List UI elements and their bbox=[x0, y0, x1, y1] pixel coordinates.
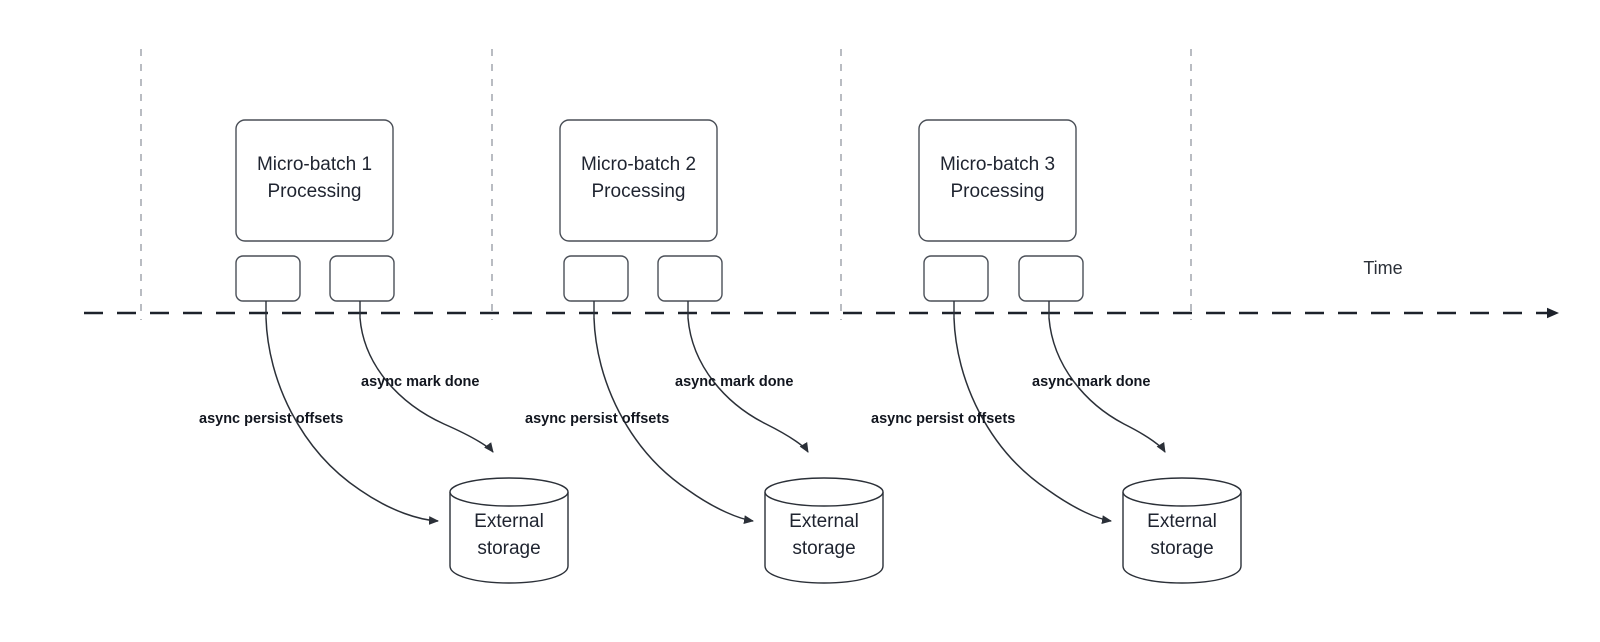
external-storage-2-body[interactable] bbox=[764, 492, 884, 584]
task-box-3-persist[interactable] bbox=[923, 255, 989, 302]
task-box-2-persist[interactable] bbox=[563, 255, 629, 302]
micro-batch-box-2-label-line2: Processing bbox=[592, 181, 686, 202]
external-storage-3-label-line1: External bbox=[1147, 511, 1217, 532]
arrow-2-mark-done bbox=[687, 317, 809, 453]
arrow-3-mark-done bbox=[1048, 317, 1166, 453]
arrow-2-persist-offsets bbox=[593, 317, 754, 524]
task-box-3-mark[interactable] bbox=[1018, 255, 1084, 302]
micro-batch-box-3-label-line1: Micro-batch 3 bbox=[940, 154, 1055, 175]
edge-label-1-mark-done: async mark done bbox=[361, 374, 479, 390]
timeline-axis-label: Time bbox=[1363, 258, 1402, 278]
task-box-1-persist[interactable] bbox=[235, 255, 301, 302]
external-storage-1-label-line1: External bbox=[474, 511, 544, 532]
group-3: Micro-batch 3 Processing async persist o… bbox=[871, 119, 1242, 584]
micro-batch-box-3-label-line2: Processing bbox=[951, 181, 1045, 202]
arrow-1-persist-offsets bbox=[265, 317, 439, 525]
micro-batch-box-1-label-line1: Micro-batch 1 bbox=[257, 154, 372, 175]
edge-label-1-persist-offsets: async persist offsets bbox=[199, 411, 343, 427]
task-box-1-mark[interactable] bbox=[329, 255, 395, 302]
task-box-2-mark[interactable] bbox=[657, 255, 723, 302]
external-storage-3-top bbox=[1122, 477, 1242, 507]
external-storage-3-label-line2: storage bbox=[1150, 538, 1213, 559]
external-storage-1-top bbox=[449, 477, 569, 507]
group-1: Micro-batch 1 Processing async persist o… bbox=[199, 119, 569, 584]
edge-label-2-mark-done: async mark done bbox=[675, 374, 793, 390]
micro-batch-box-1[interactable] bbox=[235, 119, 394, 242]
edge-label-3-persist-offsets: async persist offsets bbox=[871, 411, 1015, 427]
micro-batch-box-3[interactable] bbox=[918, 119, 1077, 242]
arrow-3-persist-offsets bbox=[953, 317, 1112, 524]
external-storage-2-label-line1: External bbox=[789, 511, 859, 532]
edge-label-2-persist-offsets: async persist offsets bbox=[525, 411, 669, 427]
edge-label-3-mark-done: async mark done bbox=[1032, 374, 1150, 390]
micro-batch-box-2[interactable] bbox=[559, 119, 718, 242]
micro-batch-box-2-label-line1: Micro-batch 2 bbox=[581, 154, 696, 175]
external-storage-3-body[interactable] bbox=[1122, 492, 1242, 584]
external-storage-2-label-line2: storage bbox=[792, 538, 855, 559]
external-storage-1-body[interactable] bbox=[449, 492, 569, 584]
arrow-1-mark-done bbox=[359, 317, 494, 453]
external-storage-1-label-line2: storage bbox=[477, 538, 540, 559]
external-storage-2-top bbox=[764, 477, 884, 507]
group-2: Micro-batch 2 Processing async persist o… bbox=[525, 119, 884, 584]
micro-batch-box-1-label-line2: Processing bbox=[268, 181, 362, 202]
